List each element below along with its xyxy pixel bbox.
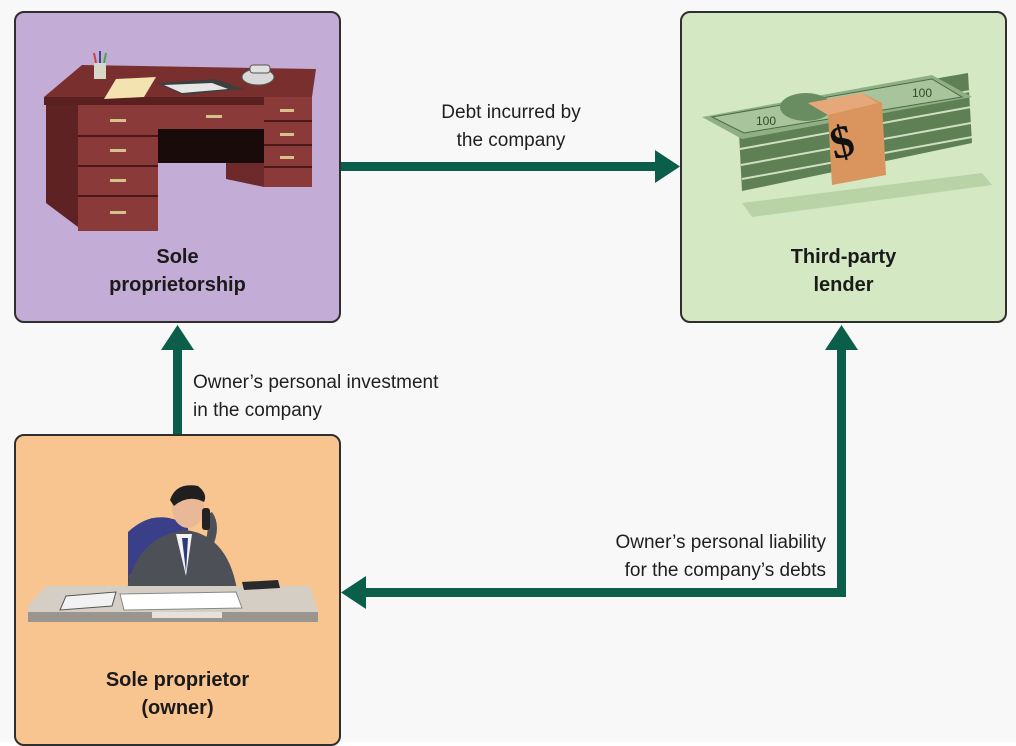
investment-caption: Owner’s personal investment in the compa… — [193, 372, 439, 421]
svg-text:100: 100 — [756, 114, 776, 128]
liability-arrow-head-up — [825, 325, 858, 350]
investment-arrow-head — [161, 325, 194, 350]
third-party-lender-label: Third-party lender — [790, 246, 897, 296]
sole-proprietor-label: Sole proprietor (owner) — [105, 669, 250, 719]
liability-arrow-head-left — [341, 576, 366, 609]
sole-proprietor-box: Sole proprietor (owner) — [14, 434, 341, 746]
liability-arrow-vertical — [837, 350, 846, 597]
debt-caption: Debt incurred by the company — [441, 102, 581, 151]
third-party-lender-box: 100 100 $ Third-party lender — [680, 11, 1007, 323]
investment-arrow-shaft — [173, 350, 182, 434]
desk-icon — [44, 51, 316, 231]
sole-proprietorship-label: Sole proprietorship — [109, 246, 246, 296]
sole-proprietorship-box: Sole proprietorship — [14, 11, 341, 323]
debt-arrow-shaft — [341, 162, 655, 171]
businessman-on-phone-icon — [28, 485, 318, 622]
liability-arrow-horizontal — [366, 588, 846, 597]
money-stack-icon: 100 100 $ — [702, 73, 992, 217]
debt-arrow-head — [655, 150, 680, 183]
svg-text:100: 100 — [912, 86, 932, 100]
liability-caption: Owner’s personal liability for the compa… — [615, 532, 826, 581]
